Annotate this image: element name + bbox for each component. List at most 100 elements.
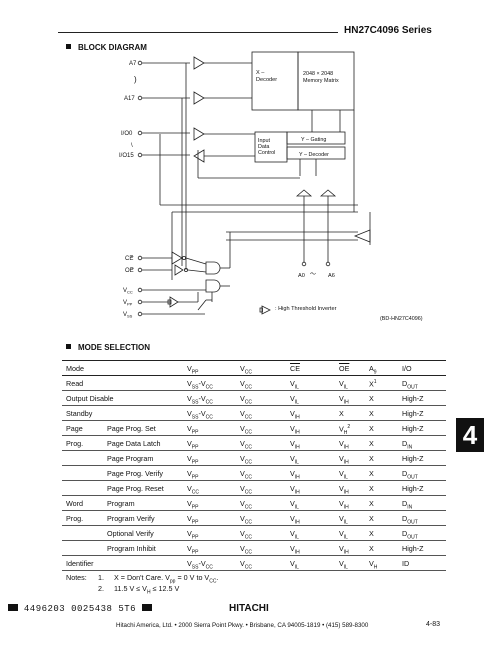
y-gating: Y – Gating (301, 137, 326, 143)
cell-a9: X (369, 529, 374, 538)
note-1-num: 1. (98, 573, 104, 582)
cell-vpp: VSS-VCC (187, 559, 213, 571)
header-io: I/O (402, 364, 412, 373)
cell-vcc: VCC (240, 454, 253, 466)
note-2-text: 11.5 V ≤ VH ≤ 12.5 V (114, 584, 180, 596)
cell-oe: VIH (339, 454, 349, 466)
pin-io-sep: \ (131, 143, 133, 149)
block-diagram-heading: BLOCK DIAGRAM (66, 43, 147, 52)
cell-mode: Program Verify (107, 514, 155, 523)
cell-vpp: VPP (187, 454, 199, 466)
cell-io: High-Z (402, 394, 424, 403)
cell-a9: X (369, 499, 374, 508)
diagram-code: (BD-HN27C4096) (380, 316, 423, 322)
cell-io: High-Z (402, 409, 424, 418)
cell-vpp: VPP (187, 514, 199, 526)
cell-a9: X (369, 439, 374, 448)
cell-group: Output Disable (66, 394, 114, 403)
cell-vpp: VPP (187, 544, 199, 556)
cell-ce: VIL (290, 379, 299, 391)
tilde-mark: ～ (310, 272, 316, 278)
cell-io: ID (402, 559, 410, 568)
header-vpp: VPP (187, 364, 199, 376)
cell-oe: VIL (339, 379, 348, 391)
cell-ce: VIL (290, 454, 299, 466)
cell-group: Page (66, 424, 83, 433)
cell-ce: VIH (290, 544, 300, 556)
matrix-line2: Memory Matrix (303, 78, 339, 84)
pin-io0: I/O0 (121, 131, 133, 137)
x-decoder-line2: Decoder (256, 77, 277, 83)
header-ce: CE (290, 364, 300, 373)
cell-oe: VIL (339, 559, 348, 571)
cell-group: Word (66, 499, 84, 508)
cell-group: Prog. (66, 439, 84, 448)
cell-io: High-Z (402, 544, 424, 553)
notes-label: Notes: (66, 573, 87, 582)
block-mark-icon (141, 604, 152, 611)
cell-vpp: VPP (187, 499, 199, 511)
cell-ce: VIH (290, 439, 300, 451)
legend-text: : High Threshold Inverter (275, 306, 337, 312)
cell-group: Prog. (66, 514, 84, 523)
cell-a9: X (369, 409, 374, 418)
pin-oe: OE (125, 268, 134, 274)
cell-ce: VIL (290, 529, 299, 541)
cell-ce: VIH (290, 409, 300, 421)
cell-vpp: VPP (187, 469, 199, 481)
block-mark-icon (8, 604, 18, 611)
cell-ce: VIH (290, 514, 300, 526)
cell-io: DOUT (402, 514, 418, 526)
cell-ce: VIL (290, 559, 299, 571)
cell-vcc: VCC (240, 544, 253, 556)
cell-mode: Page Program (107, 454, 154, 463)
cell-mode: Page Prog. Reset (107, 484, 164, 493)
x-decoder-line1: X – (256, 70, 265, 76)
pin-io15: I/O15 (119, 153, 134, 159)
cell-oe: VIL (339, 514, 348, 526)
pin-range-mark: ) (134, 75, 137, 84)
cell-group: Identifier (66, 559, 94, 568)
cell-a9: X (369, 514, 374, 523)
cell-ce: VIH (290, 424, 300, 436)
cell-a9: VH (369, 559, 378, 571)
table-header-row: Mode VPP VCC CE OE A9 I/O (62, 360, 446, 376)
cell-oe: VIH (339, 484, 349, 496)
cell-io: DOUT (402, 529, 418, 541)
addr-a0: A0 (298, 273, 305, 279)
cell-vcc: VCC (240, 499, 253, 511)
cell-vcc: VCC (240, 394, 253, 406)
matrix-line1: 2048 × 2048 (303, 71, 333, 77)
cell-vpp: VSS-VCC (187, 409, 213, 421)
cell-io: DOUT (402, 469, 418, 481)
header-vcc: VCC (240, 364, 253, 376)
cell-vcc: VCC (240, 484, 253, 496)
cell-a9: X (369, 394, 374, 403)
cell-vcc: VCC (240, 469, 253, 481)
cell-mode: Page Prog. Set (107, 424, 156, 433)
cell-a9: X (369, 469, 374, 478)
cell-mode: Program (107, 499, 135, 508)
page-number: 4-83 (426, 621, 441, 628)
cell-oe: VIL (339, 469, 348, 481)
note-2-num: 2. (98, 584, 104, 593)
cell-io: DIN (402, 439, 413, 451)
pin-ce: CE (125, 256, 133, 262)
cell-io: High-Z (402, 454, 424, 463)
input-line2: Data (258, 144, 269, 150)
cell-group: Read (66, 379, 84, 388)
cell-ce: VIH (290, 484, 300, 496)
pin-vcc: VCC (123, 288, 133, 295)
cell-io: DOUT (402, 379, 418, 391)
